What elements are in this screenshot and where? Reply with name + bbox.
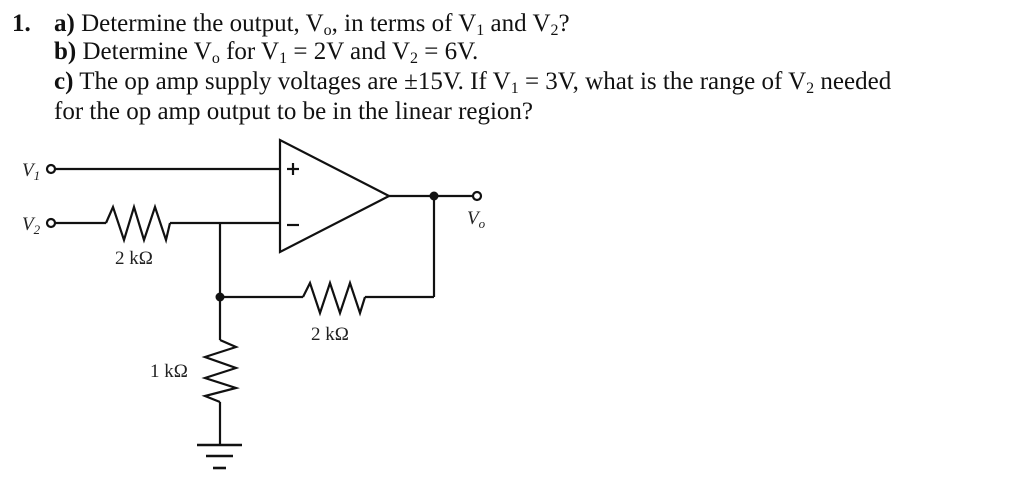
part-b: b) Determine Vo for V1 = 2V and V2 = 6V.: [54, 38, 479, 67]
output-node-dot: [429, 191, 439, 201]
part-c: c) The op amp supply voltages are ±15V. …: [54, 68, 892, 97]
ground-resistor-label: 1 kΩ: [150, 361, 188, 382]
vo-label: Vo: [467, 208, 486, 231]
input-resistor: [104, 203, 172, 245]
vo-terminal: [471, 190, 483, 202]
v1-terminal: [45, 163, 57, 175]
problem-number: 1.: [12, 10, 31, 37]
ground-resistor: [201, 338, 240, 404]
v2-terminal: [45, 217, 57, 229]
feedback-resistor-label: 2 kΩ: [311, 324, 349, 345]
v1-label: V1: [22, 160, 40, 183]
input-resistor-label: 2 kΩ: [115, 248, 153, 269]
opamp-symbol: [278, 138, 392, 254]
feedback-resistor: [302, 279, 367, 317]
feedback-node-dot: [215, 292, 225, 302]
v2-label: V2: [22, 214, 41, 237]
part-c-continued: for the op amp output to be in the linea…: [54, 98, 534, 125]
part-a: a) Determine the output, Vo, in terms of…: [54, 10, 570, 39]
